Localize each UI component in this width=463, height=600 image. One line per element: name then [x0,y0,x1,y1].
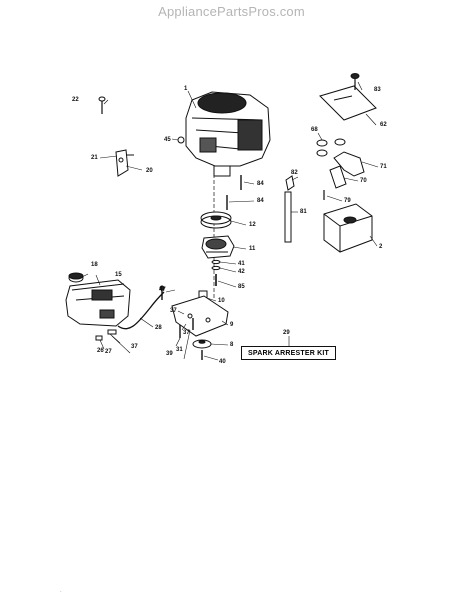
callout-8: 8 [230,342,234,348]
callout-62: 62 [380,122,387,128]
engine-block [185,91,271,177]
callout-82: 82 [291,170,298,176]
callout-20: 20 [146,168,153,174]
callout-28: 28 [155,325,162,331]
callout-39: 39 [166,351,173,357]
mounting-bracket [171,295,229,337]
callout-42: 42 [238,269,245,275]
callout-1: 1 [184,86,188,92]
callout-79: 79 [344,198,351,204]
spark-arrester-kit-label: SPARK ARRESTER KIT [241,346,336,360]
callout-15: 15 [115,272,122,278]
exhaust-pipe [329,151,365,189]
heat-shield [319,85,377,121]
callout-68: 68 [311,127,318,133]
callout-41: 41 [238,261,245,267]
dipstick-tube [284,175,295,243]
callout-37-top: 37 [170,308,177,314]
callout-45: 45 [164,137,171,143]
callout-22: 22 [72,97,79,103]
page-mark: . [60,588,62,594]
callout-83: 83 [374,87,381,93]
callout-81: 81 [300,209,307,215]
muffler [323,203,373,253]
electric-clutch [201,235,235,259]
callout-37-bottom: 37 [131,344,138,350]
site-watermark: AppliancePartsPros.com [158,4,305,19]
callout-40: 40 [219,359,226,365]
callout-26: 26 [97,348,104,354]
callout-9: 9 [230,322,234,328]
callout-71: 71 [380,164,387,170]
callout-18: 18 [91,262,98,268]
callout-12: 12 [249,222,256,228]
callout-37-mid: 37 [183,330,190,336]
callout-47: 47 [159,287,166,293]
callout-11: 11 [249,246,256,252]
callout-31: 31 [176,347,183,353]
callout-84-top: 84 [257,181,264,187]
throttle-bracket [115,149,134,177]
callout-84-lower: 84 [257,198,264,204]
callout-10: 10 [218,298,225,304]
callout-21: 21 [91,155,98,161]
callout-2: 2 [379,244,383,250]
callout-27: 27 [105,349,112,355]
fuel-tank [65,279,131,327]
callout-85: 85 [238,284,245,290]
callout-29: 29 [283,330,290,336]
blade-pulley [200,211,232,229]
callout-70: 70 [360,178,367,184]
